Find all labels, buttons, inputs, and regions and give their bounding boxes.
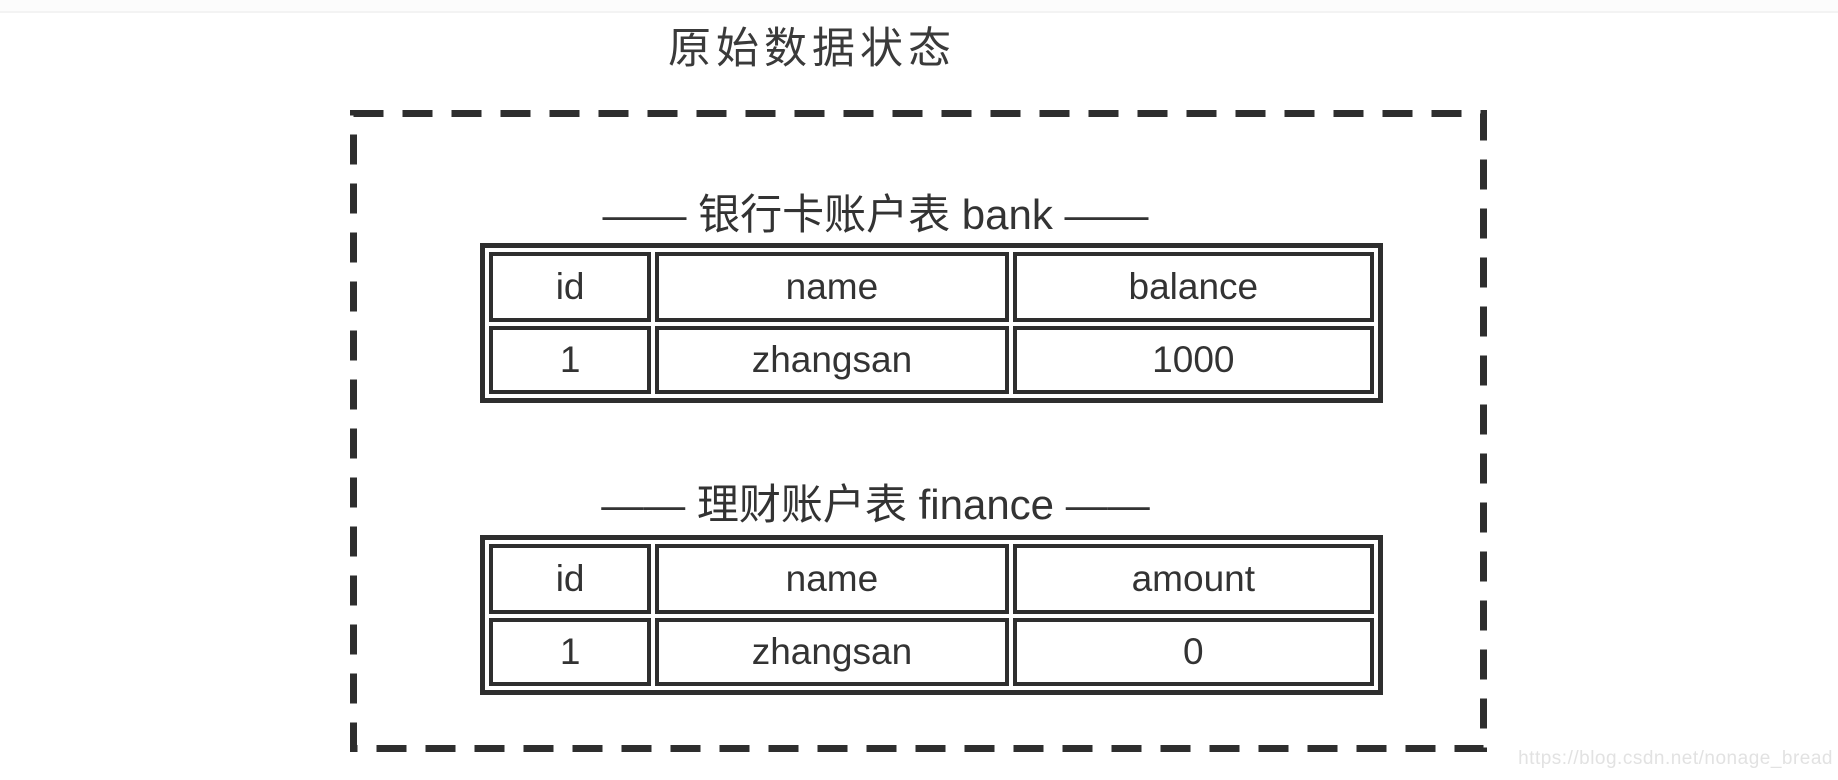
table-label-finance: —— 理财账户表 finance —— xyxy=(601,481,1150,528)
header-row: id name amount xyxy=(489,544,1374,614)
db-table-finance: id name amount 1 zhangsan 0 xyxy=(480,535,1383,695)
column-header-name: name xyxy=(655,544,1009,614)
table-cell-name: zhangsan xyxy=(655,326,1009,394)
dashed-border xyxy=(350,110,1487,752)
column-header-amount: amount xyxy=(1012,544,1374,614)
page-title: 原始数据状态 xyxy=(668,25,956,73)
column-header-name: name xyxy=(655,252,1009,322)
table-cell-id: 1 xyxy=(489,618,652,686)
table-cell-name: zhangsan xyxy=(655,618,1009,686)
column-header-id: id xyxy=(489,544,652,614)
header-row: id name balance xyxy=(489,252,1374,322)
column-header-id: id xyxy=(489,252,652,322)
table-cell-id: 1 xyxy=(489,326,652,394)
table-row: 1 zhangsan 1000 xyxy=(489,326,1374,394)
table-row: 1 zhangsan 0 xyxy=(489,618,1374,686)
table-cell-amount: 0 xyxy=(1012,618,1374,686)
top-divider xyxy=(0,0,1838,13)
watermark-url: https://blog.csdn.net/nonage_bread xyxy=(1518,748,1833,769)
column-header-balance: balance xyxy=(1012,252,1374,322)
db-table-bank: id name balance 1 zhangsan 1000 xyxy=(480,243,1383,403)
table-label-bank: —— 银行卡账户表 bank —— xyxy=(602,191,1149,238)
table-cell-balance: 1000 xyxy=(1012,326,1374,394)
original-state-dashed-box xyxy=(350,110,1487,752)
